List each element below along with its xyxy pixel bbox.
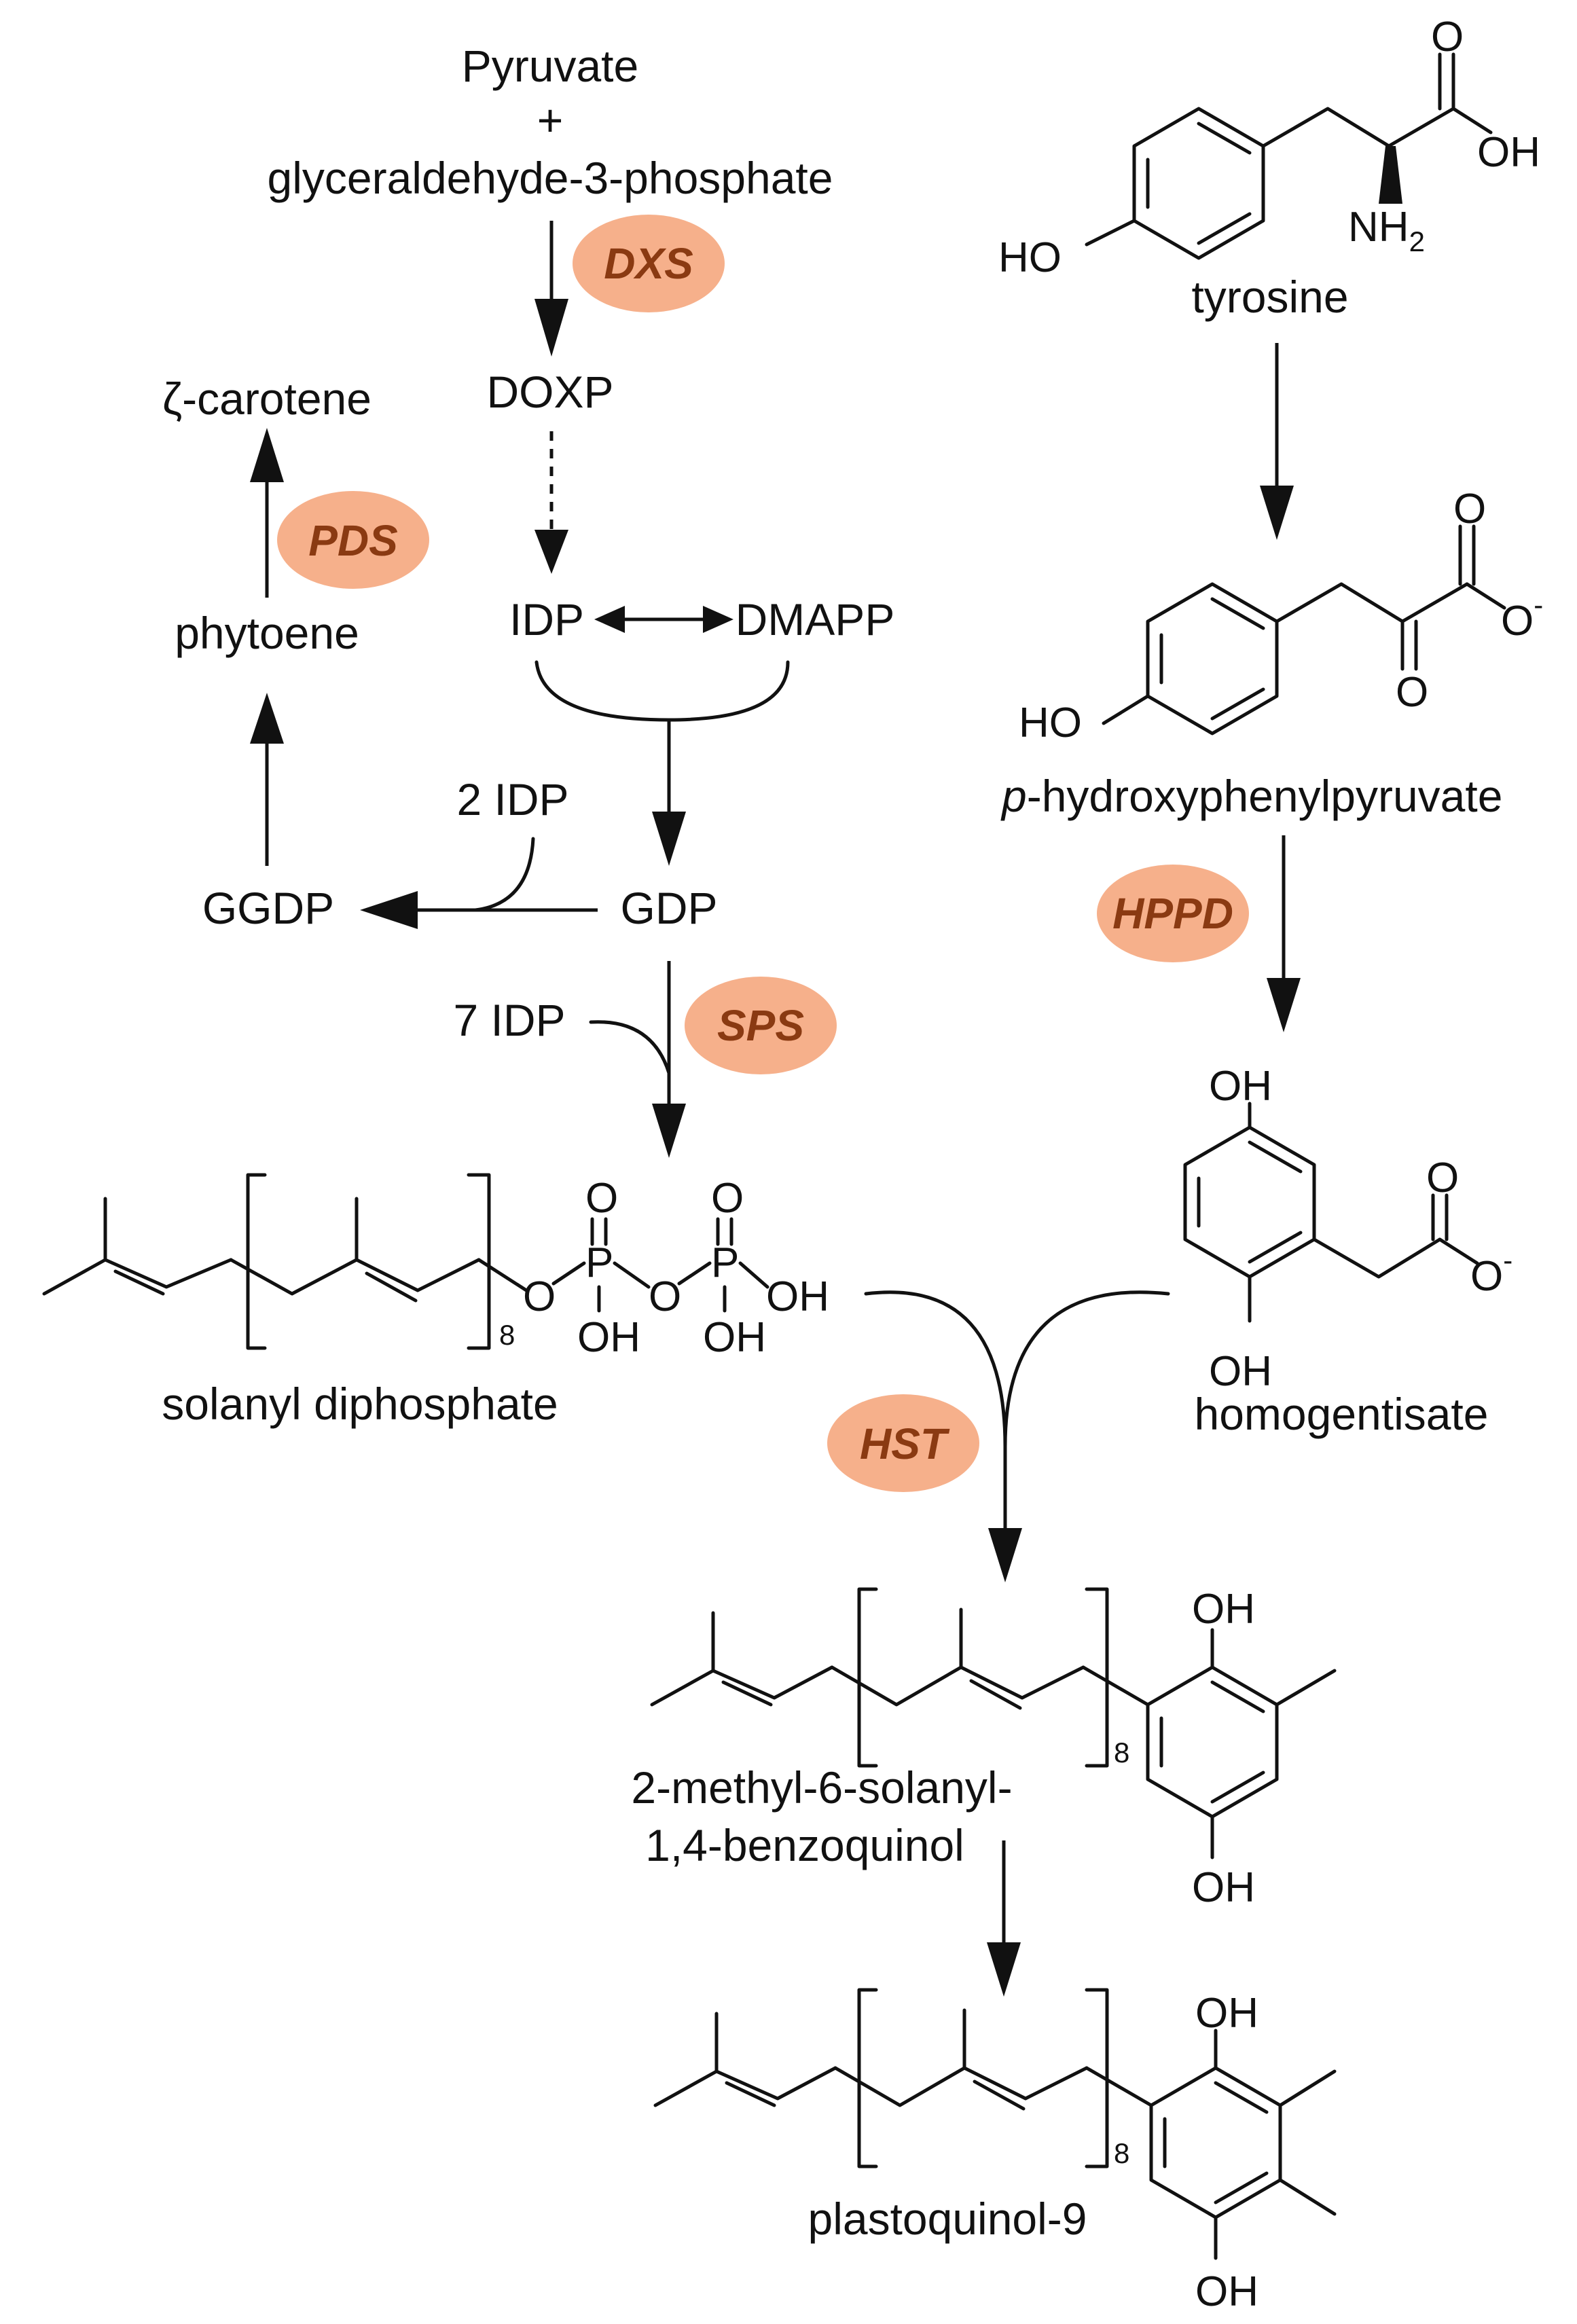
enzyme-hst: HST (827, 1394, 979, 1492)
hppa-o-label: O (1453, 486, 1486, 532)
msbq-label-line1: 2-methyl-6-solanyl- (631, 1762, 1012, 1813)
svg-text:PDS: PDS (308, 516, 398, 565)
svg-text:O: O (649, 1273, 681, 1320)
pq9-top-oh-label: OH (1195, 1990, 1258, 2037)
zeta-carotene-label: ζ-carotene (162, 374, 371, 424)
svg-text:8: 8 (499, 1319, 515, 1351)
svg-text:8: 8 (1114, 1737, 1129, 1768)
idp-label: IDP (509, 594, 584, 644)
homogentisate-o-minus-label: O- (1470, 1244, 1512, 1300)
svg-text:O: O (585, 1175, 618, 1222)
solanyl-diphosphate-label: solanyl diphosphate (162, 1379, 558, 1429)
arrow-phytoene-to-zeta-carotene (250, 428, 284, 598)
hydroxyphenylpyruvate-structure (1102, 524, 1506, 736)
svg-text:8: 8 (1114, 2137, 1129, 2169)
hppa-o-minus-label: O- (1501, 589, 1543, 644)
phytoene-label: phytoene (175, 608, 359, 658)
arrow-hppa-to-homogentisate (1267, 835, 1301, 1032)
homogentisate-o-label: O (1426, 1155, 1459, 1201)
plastoquinol-9-structure: 8 (653, 1988, 1337, 2260)
svg-text:P: P (711, 1239, 739, 1286)
svg-text:O: O (711, 1175, 744, 1222)
ggdp-label: GGDP (202, 883, 334, 933)
plastoquinol-9-label: plastoquinol-9 (808, 2194, 1087, 2244)
svg-text:O: O (523, 1273, 556, 1320)
pyruvate-label: Pyruvate (462, 41, 638, 91)
homogentisate-bottom-oh-label: OH (1209, 1348, 1272, 1395)
homogentisate-top-oh-label: OH (1209, 1063, 1272, 1110)
enzyme-dxs: DXS (573, 215, 725, 312)
msbq-structure: 8 (650, 1587, 1337, 1859)
dashed-arrow-to-idp (534, 431, 568, 574)
dmapp-label: DMAPP (736, 594, 895, 644)
svg-text:SPS: SPS (717, 1001, 804, 1050)
arrow-gdp-to-solanyl-diphosphate (589, 961, 686, 1158)
svg-text:OH: OH (577, 1314, 640, 1361)
arrow-ggdp-to-phytoene (250, 693, 284, 866)
hppa-ho-label: HO (1019, 700, 1082, 746)
svg-text:OH: OH (766, 1273, 829, 1320)
hydroxyphenylpyruvate-label: p-hydroxyphenylpyruvate (1000, 771, 1502, 821)
arrow-tyrosine-to-hppa (1260, 343, 1294, 540)
gdp-label: GDP (620, 883, 717, 933)
plus-sign: + (537, 95, 564, 145)
idp-dmapp-equilibrium-arrow (594, 606, 733, 633)
enzyme-hppd: HPPD (1097, 865, 1249, 962)
tyrosine-label: tyrosine (1191, 272, 1348, 322)
arrow-hst-condensation (864, 1290, 1170, 1582)
svg-text:P: P (585, 1239, 613, 1286)
msbq-label-line2: 1,4-benzoquinol (645, 1820, 964, 1870)
idp-dmapp-condensation-arc (534, 660, 790, 722)
svg-text:HPPD: HPPD (1112, 889, 1233, 938)
pq9-bottom-oh-label: OH (1195, 2268, 1258, 2315)
svg-text:DXS: DXS (604, 239, 693, 288)
arrow-gdp-to-ggdp (360, 837, 598, 929)
solanyl-diphosphate-structure: 8 O P O OH O P O OH OH (42, 1173, 829, 1361)
svg-text:OH: OH (703, 1314, 766, 1361)
tyrosine-structure (1085, 52, 1493, 260)
msbq-top-oh-label: OH (1192, 1586, 1255, 1633)
homogentisate-structure (1183, 1102, 1479, 1323)
svg-text:HST: HST (860, 1419, 950, 1468)
arrow-to-gdp (652, 720, 686, 866)
arrow-to-doxp (534, 221, 568, 357)
tyrosine-nh2-label: NH2 (1348, 204, 1425, 257)
enzyme-sps: SPS (685, 977, 837, 1074)
hppa-keto-o-label: O (1396, 669, 1428, 716)
seven-idp-label: 7 IDP (453, 995, 565, 1045)
tyrosine-oh-label: OH (1477, 129, 1540, 176)
msbq-bottom-oh-label: OH (1192, 1864, 1255, 1911)
tyrosine-o-label: O (1431, 14, 1464, 60)
tyrosine-ho-label: HO (998, 234, 1062, 281)
enzyme-pds: PDS (277, 491, 429, 589)
arrow-msbq-to-pq9 (987, 1840, 1021, 1997)
two-idp-label: 2 IDP (456, 774, 568, 824)
doxp-label: DOXP (486, 367, 613, 417)
homogentisate-label: homogentisate (1195, 1389, 1489, 1439)
glyceraldehyde-3-phosphate-label: glyceraldehyde-3-phosphate (268, 153, 833, 203)
